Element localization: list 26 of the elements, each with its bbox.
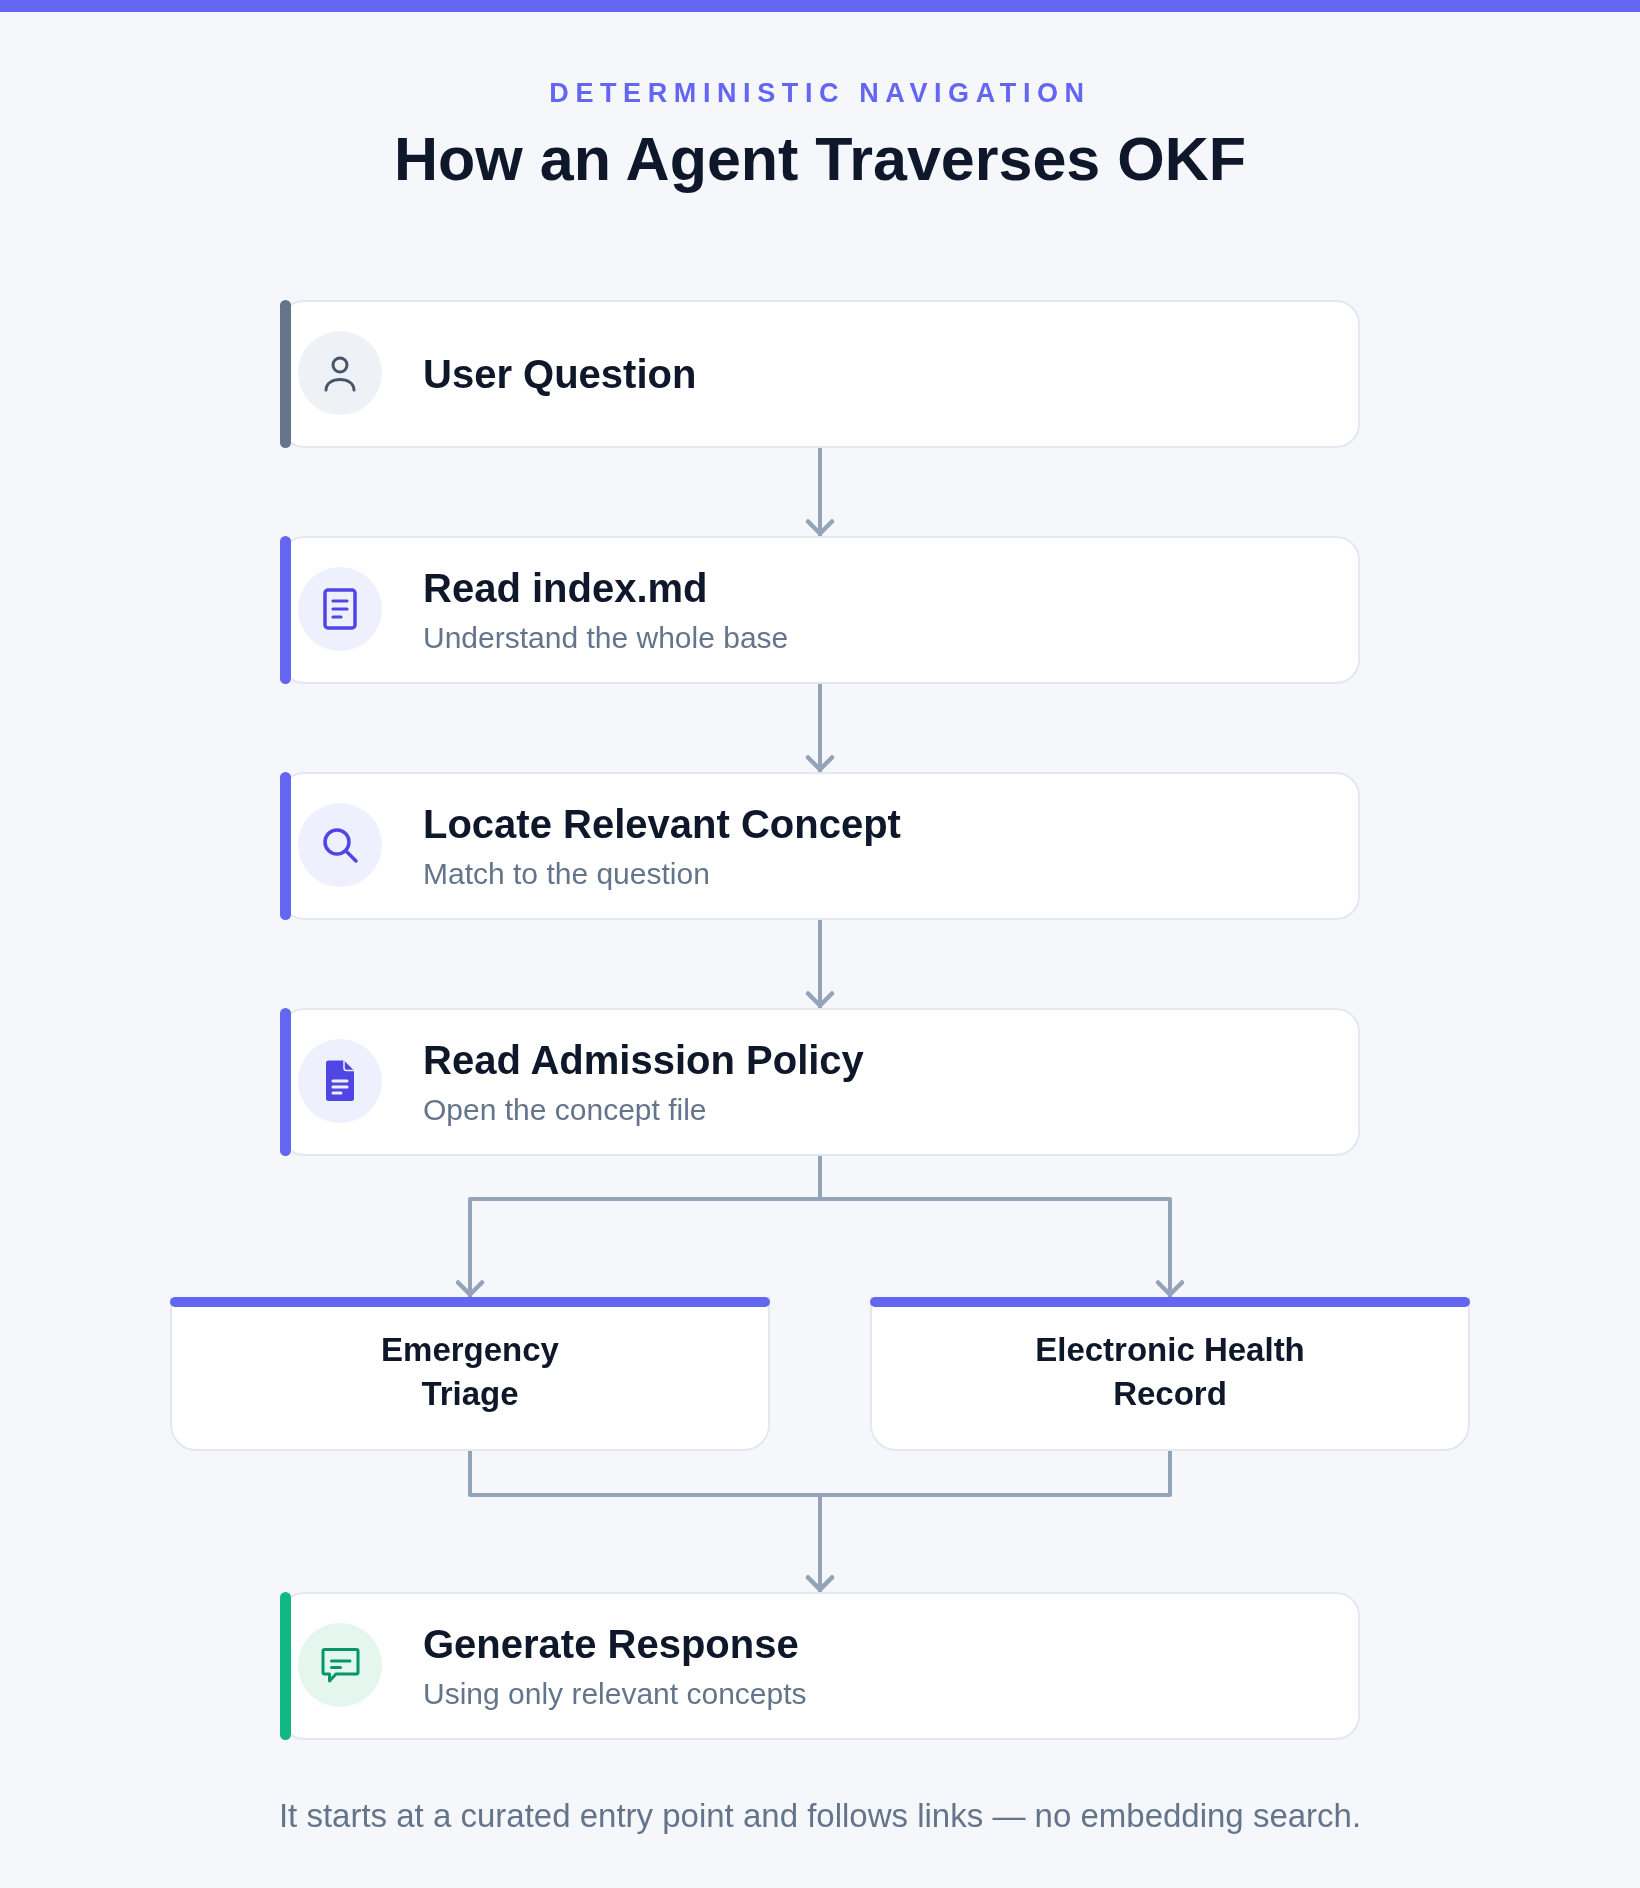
step-card (280, 536, 1360, 684)
step-title: Generate Response (423, 1621, 799, 1667)
step-card (280, 300, 1360, 448)
step-description: Understand the whole base (423, 621, 789, 655)
branch-card (870, 1297, 1470, 1451)
step-title: Read Admission Policy (423, 1037, 864, 1083)
step-description: Open the concept file (423, 1093, 707, 1127)
branch-title: Emergency Triage (380, 1330, 560, 1414)
branch-title: Electronic Health Record (1034, 1330, 1306, 1414)
step-card (280, 1008, 1360, 1156)
arrow (818, 1156, 1185, 1297)
step-title: Read index.md (423, 565, 708, 611)
arrow (805, 920, 835, 1008)
branch-card (170, 1297, 770, 1451)
step-card (280, 1592, 1360, 1740)
arrow (805, 1451, 1172, 1592)
diagram-title: How an Agent Traverses OKF (394, 124, 1246, 195)
step-description: Match to the question (423, 857, 710, 891)
caption-text: It starts at a curated entry point and follows links — no embedding search. (278, 1796, 1362, 1836)
step-title: User Question (423, 351, 697, 397)
eyebrow-label: DETERMINISTIC NAVIGATION (549, 77, 1091, 110)
arrow (805, 684, 835, 772)
step-title: Locate Relevant Concept (423, 801, 901, 847)
arrow (805, 448, 835, 536)
step-card (280, 772, 1360, 920)
step-description: Using only relevant concepts (423, 1677, 807, 1711)
